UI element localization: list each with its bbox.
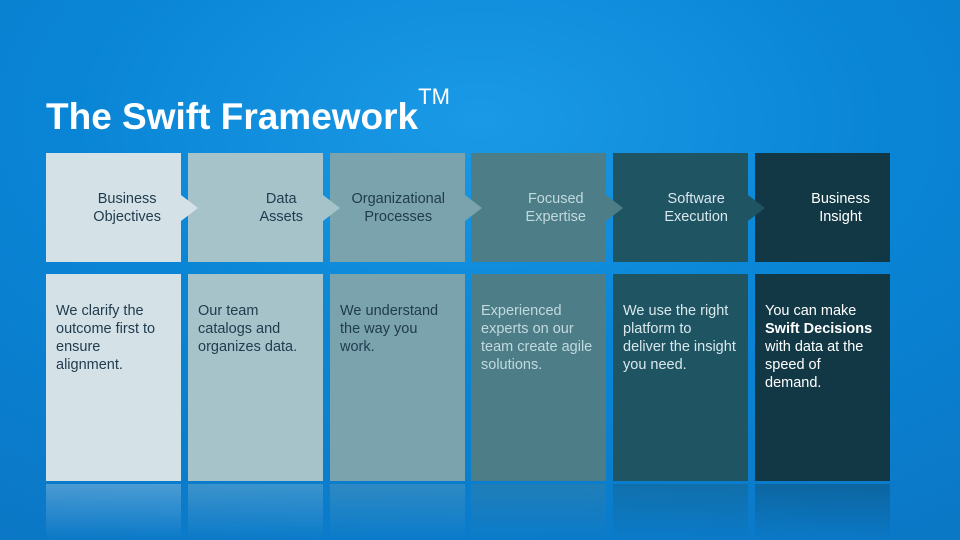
step-heading-line: Assets	[259, 208, 303, 225]
step-description-text: We clarify the outcome first to ensure a…	[56, 303, 156, 373]
step-reflection-3	[330, 484, 465, 540]
step-heading-line: Expertise	[525, 208, 586, 225]
step-description-text: Our team catalogs and organizes data.	[198, 303, 298, 355]
step-arrow-1	[181, 195, 198, 221]
step-arrow-3	[465, 195, 482, 221]
step-description-3: We understand the way you work.	[330, 274, 465, 481]
step-reflection-6	[755, 484, 890, 540]
step-heading-line: Software	[667, 190, 725, 207]
step-reflection-4	[471, 484, 606, 540]
step-reflection-1	[46, 484, 181, 540]
step-arrow-4	[606, 195, 623, 221]
step-heading-line: Organizational	[351, 190, 446, 207]
step-description-4: Experienced experts on our team create a…	[471, 274, 606, 481]
step-heading-line: Focused	[527, 190, 584, 207]
step-heading-line: Insight	[819, 208, 862, 225]
step-description-text: Experienced experts on our team create a…	[481, 303, 593, 373]
step-description-1: We clarify the outcome first to ensure a…	[46, 274, 181, 481]
step-heading-line: Data	[265, 190, 297, 207]
step-description-text: You can make	[765, 303, 857, 319]
step-description-text: We use the right platform to deliver the…	[623, 303, 736, 373]
step-arrow-5	[748, 195, 765, 221]
step-description-2: Our team catalogs and organizes data.	[188, 274, 323, 481]
step-heading-line: Processes	[364, 208, 433, 225]
trademark-mark: TM	[418, 84, 450, 109]
step-heading-line: Objectives	[93, 208, 161, 225]
step-arrow-2	[323, 195, 340, 221]
step-heading-line: Business	[811, 190, 870, 207]
step-reflection-2	[188, 484, 323, 540]
step-heading-line: Execution	[664, 208, 728, 225]
step-heading-line: Business	[97, 190, 157, 207]
step-reflection-5	[613, 484, 748, 540]
step-description-text: with data at the speed of demand.	[765, 339, 864, 391]
step-description-emphasis: Swift Decisions	[765, 321, 873, 337]
step-description-5: We use the right platform to deliver the…	[613, 274, 748, 481]
step-description-6: You can make Swift Decisions with data a…	[755, 274, 890, 481]
step-description-text: We understand the way you work.	[340, 303, 439, 355]
page-title: The Swift FrameworkTM	[46, 86, 450, 142]
page-title-text: The Swift Framework	[46, 96, 419, 137]
